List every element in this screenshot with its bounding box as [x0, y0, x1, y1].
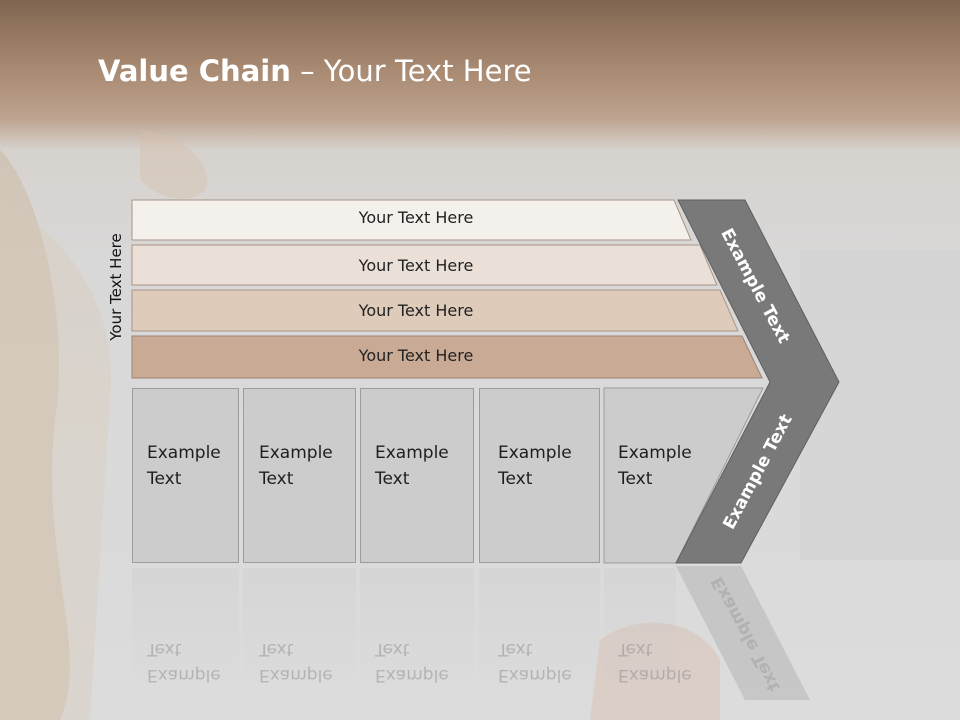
title-bold: Value Chain [98, 54, 291, 88]
box-5-line2: Text [618, 469, 653, 489]
box-1-line1: Example [147, 443, 221, 463]
box-3 [360, 388, 474, 563]
box-1 [132, 388, 239, 563]
box-2-reflection-text: Example Text [259, 636, 333, 688]
box-5-reflection-text: Example Text [618, 636, 692, 688]
box-1-reflection-line1: Example [147, 665, 221, 685]
box-3-reflection-line2: Text [375, 639, 410, 659]
chevron-top-label: Example Text [716, 225, 794, 347]
box-5-reflection-line1: Example [618, 665, 692, 685]
box-3-reflection [360, 568, 474, 688]
box-2 [243, 388, 356, 563]
box-3-line1: Example [375, 443, 449, 463]
title-rest: – Your Text Here [290, 54, 532, 88]
box-1-reflection [132, 568, 239, 688]
box-1-line2: Text [147, 469, 182, 489]
box-4-line2: Text [498, 469, 533, 489]
box-2-reflection [243, 568, 356, 688]
box-1-reflection-text: Example Text [147, 636, 221, 688]
box-3-reflection-line1: Example [375, 665, 449, 685]
chevron-reflection-label: Example Text [707, 573, 785, 695]
box-3-line2: Text [375, 469, 410, 489]
box-1-reflection-line2: Text [147, 639, 182, 659]
bar-4-label: Your Text Here [358, 346, 474, 365]
box-2-reflection-line1: Example [259, 665, 333, 685]
box-5-line1: Example [618, 443, 692, 463]
box-3-reflection-text: Example Text [375, 636, 449, 688]
box-4-reflection-line2: Text [498, 639, 533, 659]
box-2-reflection-line2: Text [259, 639, 294, 659]
box-2-line1: Example [259, 443, 333, 463]
vertical-label: Your Text Here [107, 233, 125, 341]
box-4-reflection-text: Example Text [498, 636, 572, 688]
box-4-reflection-line1: Example [498, 665, 572, 685]
box-5-reflection-line2: Text [618, 639, 653, 659]
box-4-reflection [479, 568, 600, 688]
chevron-shape [675, 199, 840, 564]
slide-title: Value Chain – Your Text Here [98, 54, 532, 88]
chevron-bottom-label: Example Text [719, 411, 797, 533]
bar-3-label: Your Text Here [358, 301, 474, 320]
bar-1-label: Your Text Here [358, 208, 474, 227]
box-2-line2: Text [259, 469, 294, 489]
box-5-reflection [604, 568, 676, 688]
box-4-line1: Example [498, 443, 572, 463]
bar-2-label: Your Text Here [358, 256, 474, 275]
box-4 [479, 388, 600, 563]
